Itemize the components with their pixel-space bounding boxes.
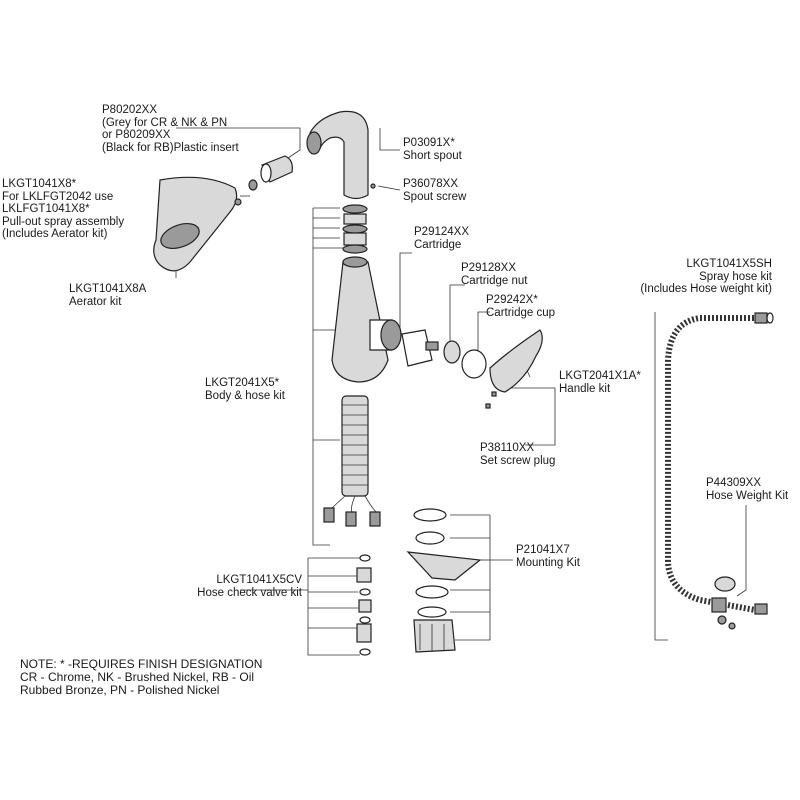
label-set-screw-plug: P38110XX Set screw plug (480, 442, 556, 467)
label-mounting-kit: P21041X7 Mounting Kit (516, 544, 580, 569)
spray-hose (665, 312, 774, 615)
corrugated-hose (323, 395, 381, 527)
label-handle-kit: LKGT2041X1A* Handle kit (559, 370, 641, 395)
label-cartridge-cup: P29242X* Cartridge cup (486, 294, 556, 319)
label-body-hose-kit: LKGT2041X5* Body & hose kit (205, 377, 285, 402)
cartridge-assembly (401, 329, 543, 409)
label-aerator-kit: LKGT1041X8A Aerator kit (69, 283, 147, 308)
short-spout (306, 110, 376, 200)
label-plastic-insert: P80202XX (Grey for CR & NK & PN or P8020… (102, 104, 239, 154)
label-spout-screw: P36078XX Spout screw (403, 178, 467, 203)
leader-lines (175, 127, 747, 656)
hose-weight-parts (711, 576, 736, 630)
faucet-body (331, 256, 402, 383)
label-cartridge-nut: P29128XX Cartridge nut (461, 262, 528, 287)
plastic-insert (248, 155, 293, 191)
label-hose-weight-kit: P44309XX Hose Weight Kit (706, 477, 789, 502)
pullout-spray (153, 176, 242, 272)
label-cartridge: P29124XX Cartridge (414, 226, 469, 251)
label-pullout-spray: LKGT1041X8* For LKLFGT2042 use LKLFGT104… (2, 178, 125, 240)
label-short-spout: P03091X* Short spout (403, 137, 462, 162)
label-spray-hose-kit: LKGT1041X5SH Spray hose kit (Includes Ho… (640, 258, 772, 295)
label-hose-check-valve-kit: LKGT1041X5CV Hose check valve kit (197, 574, 302, 599)
check-valve-parts (356, 554, 372, 656)
upper-seals (342, 204, 368, 254)
mounting-kit-parts (406, 508, 482, 653)
finish-note: NOTE: * -REQUIRES FINISH DESIGNATION CR … (20, 657, 263, 697)
